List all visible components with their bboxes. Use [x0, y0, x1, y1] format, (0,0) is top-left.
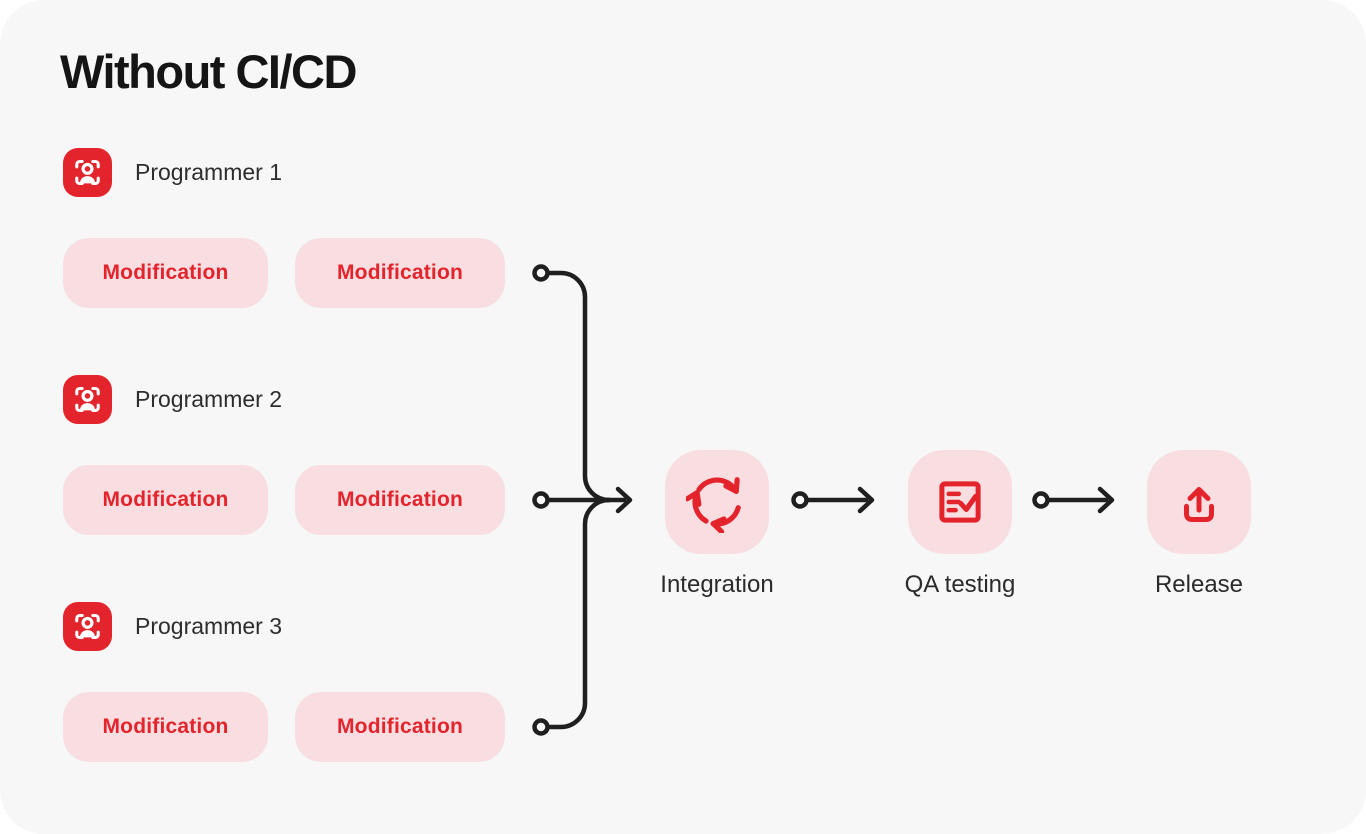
programmer-label: Programmer 2	[135, 386, 282, 412]
programmer-row: Programmer 1	[63, 148, 282, 197]
programmer-row: Programmer 3	[63, 602, 282, 651]
diagram-title: Without CI/CD	[60, 45, 357, 98]
integration-cycle-icon	[665, 450, 769, 554]
step-label-qa-testing: QA testing	[904, 571, 1016, 598]
programmer-avatar-icon	[63, 602, 112, 651]
programmer-label: Programmer 1	[135, 159, 282, 185]
programmer-row: Programmer 2	[63, 375, 282, 424]
programmer-label: Programmer 3	[135, 613, 282, 639]
programmer-avatar-icon	[63, 148, 112, 197]
modification-chip: Modification	[63, 465, 268, 535]
modification-chip: Modification	[63, 238, 268, 308]
modification-chip: Modification	[63, 692, 268, 762]
step-label-integration: Integration	[660, 571, 774, 598]
qa-checklist-icon	[908, 450, 1012, 554]
modification-chip: Modification	[295, 465, 505, 535]
step-label-release: Release	[1154, 571, 1244, 598]
programmer-avatar-icon	[63, 375, 112, 424]
modification-chip: Modification	[295, 692, 505, 762]
modification-chip: Modification	[295, 238, 505, 308]
release-upload-icon	[1147, 450, 1251, 554]
